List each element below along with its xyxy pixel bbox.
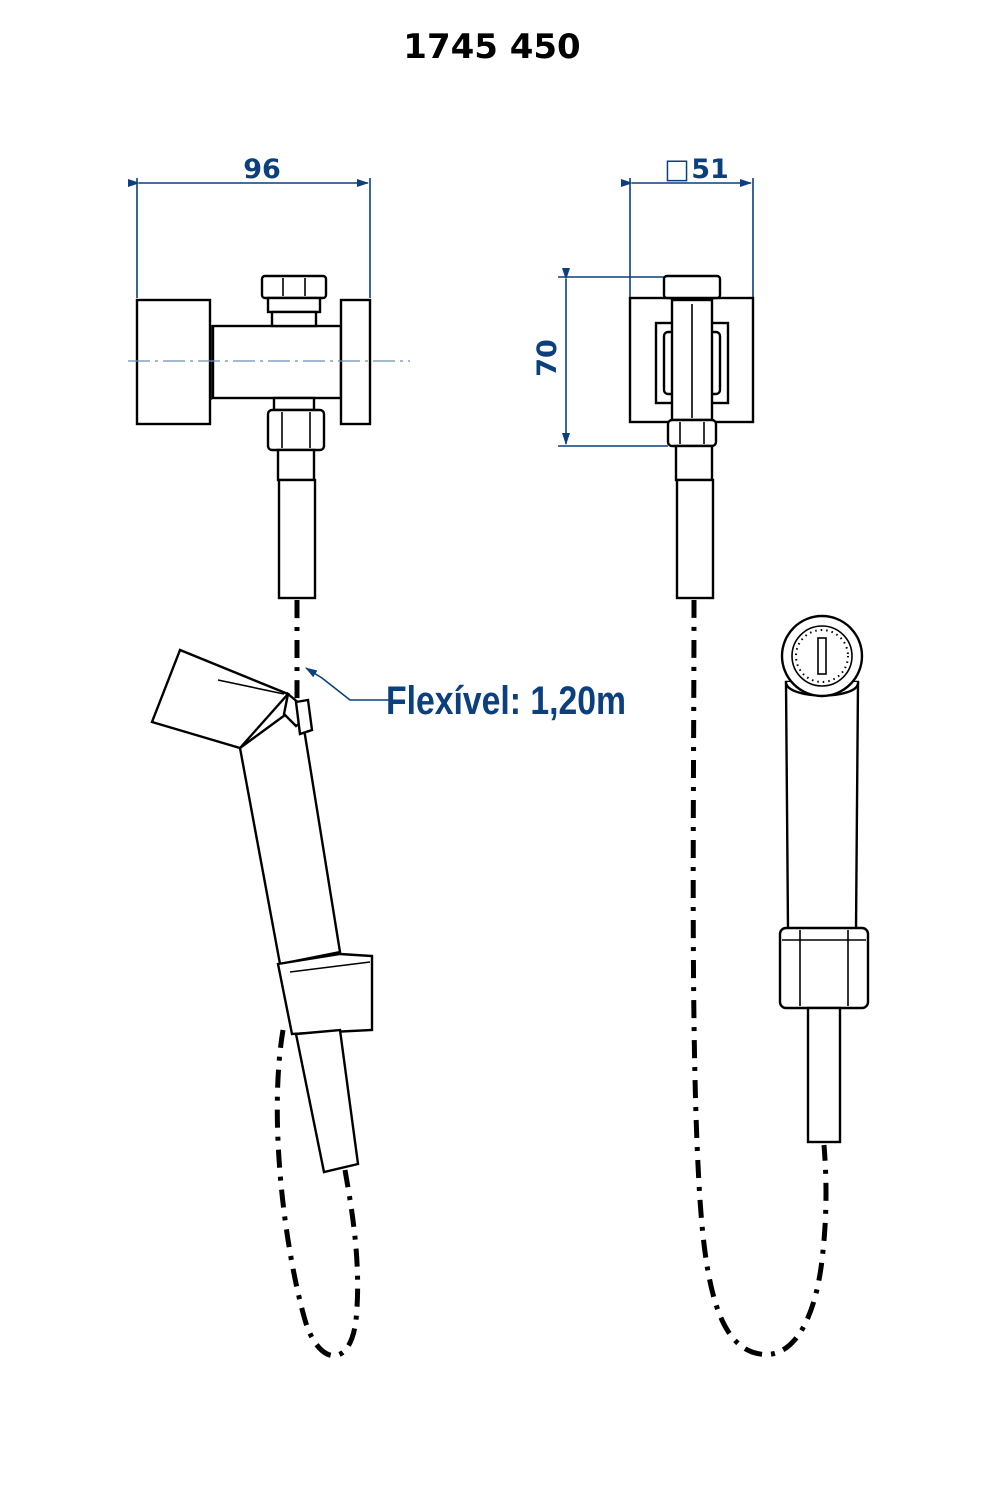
- front-bottom-nut: [666, 418, 718, 448]
- handle-knob: [339, 298, 372, 426]
- dimension-width-96: 96: [128, 154, 371, 298]
- dimension-label-70: 70: [532, 339, 563, 377]
- front-view: □ 51 70: [532, 154, 870, 1357]
- square-symbol: □: [664, 154, 690, 185]
- front-top-nut: [662, 274, 722, 300]
- valve-body: [211, 324, 343, 400]
- hose-connector: [277, 478, 317, 600]
- hand-shower-side: [150, 648, 374, 1174]
- front-hose-connector: [675, 478, 715, 600]
- hose-length-label: Flexível: 1,20m: [386, 679, 626, 723]
- drawing-title: 1745 450: [403, 27, 580, 67]
- dimension-width-51: □ 51: [621, 154, 754, 298]
- wall-flange: [135, 298, 212, 426]
- wall-holder: [276, 952, 374, 1036]
- dimension-label-96: 96: [243, 154, 281, 185]
- hose-callout: Flexível: 1,20m: [305, 667, 626, 723]
- hand-shower-front: [778, 614, 870, 1144]
- side-view: 96: [128, 154, 626, 1359]
- bottom-nut: [266, 408, 326, 452]
- hose-loop: [274, 1029, 361, 1359]
- dimension-height-70: 70: [532, 268, 668, 447]
- top-nut: [260, 274, 328, 300]
- dimension-label-51: 51: [691, 154, 729, 185]
